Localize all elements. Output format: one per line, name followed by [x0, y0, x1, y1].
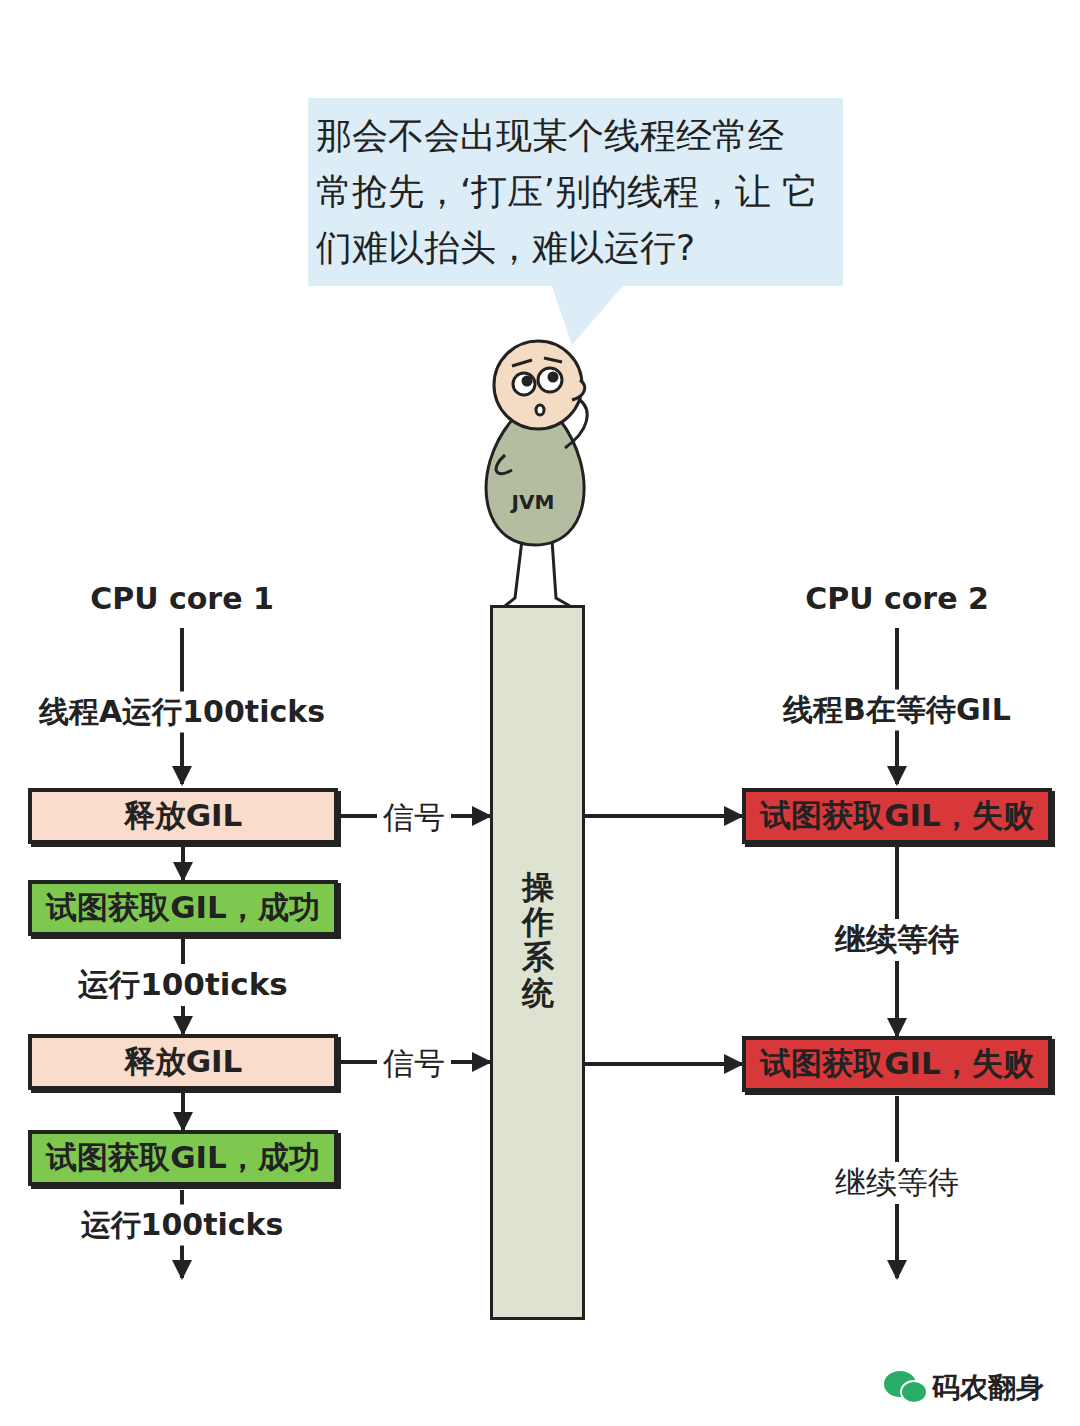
jvm-character: [486, 341, 587, 606]
wechat-icon: [884, 1371, 927, 1403]
connector: [181, 844, 185, 880]
fail-box: 试图获取GIL，失败: [742, 1036, 1052, 1092]
speech-bubble: 那会不会出现某个线程经常经 常抢先，‘打压’别的线程，让 它们难以抬头，难以运行…: [308, 98, 843, 286]
release-box: 释放GIL: [28, 1034, 338, 1090]
fail-box: 试图获取GIL，失败: [742, 788, 1052, 844]
node-text: 那会不会出现某个线程经常经 常抢先，‘打压’别的线程，让 它们难以抬头，难以运行…: [316, 108, 829, 276]
text-label: 继续等待: [829, 1162, 965, 1204]
node-text: 试图获取GIL，成功: [46, 1137, 320, 1179]
edge-label: 继续等待: [829, 919, 965, 961]
edge-label: 信号: [377, 1043, 451, 1085]
os-pillar: 操作系统: [490, 605, 585, 1320]
text-label: CPU core 2: [799, 581, 995, 616]
text-label: 线程B在等待GIL: [777, 690, 1017, 731]
text-label: 运行100ticks: [75, 1205, 290, 1246]
node-text: 试图获取GIL，失败: [760, 1043, 1034, 1085]
connector: [181, 1090, 185, 1130]
node-text: 释放GIL: [124, 795, 243, 837]
connector: [585, 814, 742, 818]
text-label: JVM: [506, 490, 561, 514]
edge-label: 信号: [377, 797, 451, 839]
node-text: 试图获取GIL，成功: [46, 887, 320, 929]
release-box: 释放GIL: [28, 788, 338, 844]
success-box: 试图获取GIL，成功: [28, 880, 338, 936]
edge-label: 运行100ticks: [72, 964, 294, 1006]
node-text: 试图获取GIL，失败: [760, 795, 1034, 837]
text-label: 码农翻身: [926, 1369, 1050, 1407]
node-text: 操作系统: [522, 870, 554, 1011]
text-label: 线程A运行100ticks: [33, 692, 331, 733]
node-text: 释放GIL: [124, 1041, 243, 1083]
text-label: CPU core 1: [84, 581, 280, 616]
connector: [585, 1062, 742, 1066]
success-box: 试图获取GIL，成功: [28, 1130, 338, 1186]
